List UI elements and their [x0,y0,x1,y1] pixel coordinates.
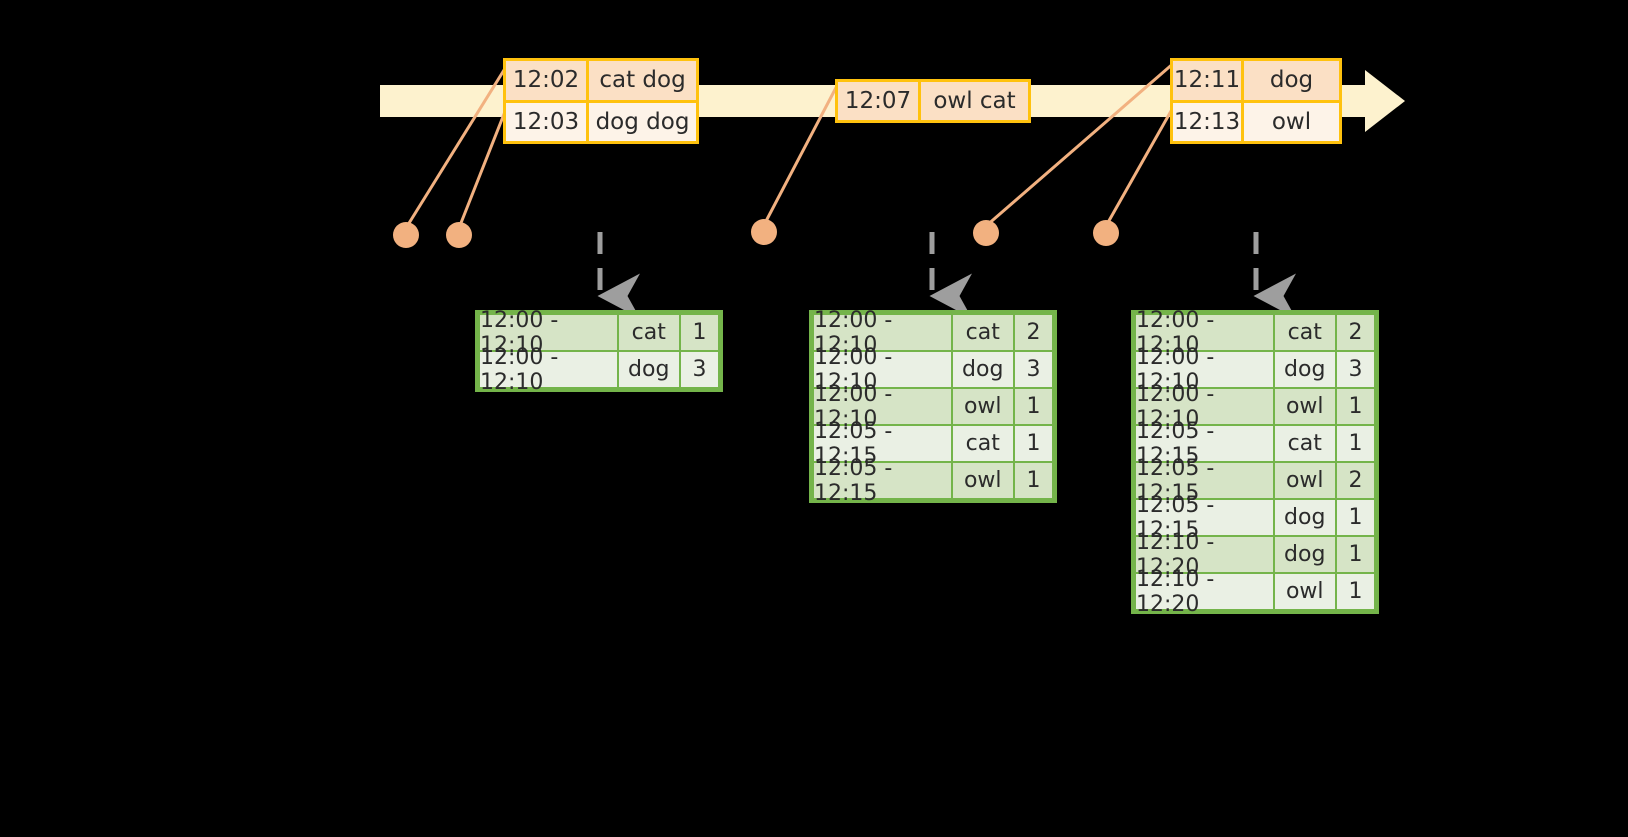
cell-window: 12:00 - 12:10 [480,308,617,358]
cell-count: 1 [1336,574,1374,609]
cell-word: dog [952,352,1013,387]
timeline-arrowhead [1365,70,1405,132]
event-marker-4 [973,220,999,246]
event-group-2: 12:07 owl cat [835,79,1031,123]
event-time: 12:13 [1173,102,1244,141]
cell-window: 12:10 - 12:20 [1136,567,1273,617]
cell-word: owl [952,463,1013,498]
cell-word: dog [1274,352,1335,387]
event-row: 12:03 dog dog [506,99,696,141]
cell-word: dog [1274,500,1335,535]
cell-word: owl [1274,389,1335,424]
event-marker-5 [1093,220,1119,246]
cell-word: owl [1274,574,1335,609]
emit-arrows [597,232,1296,319]
cell-count: 1 [1336,426,1374,461]
cell-word: cat [1274,426,1335,461]
event-marker-3 [751,219,777,245]
cell-word: owl [952,389,1013,424]
cell-window: 12:00 - 12:10 [480,345,617,395]
event-time: 12:03 [506,102,589,141]
event-time: 12:07 [838,82,921,120]
cell-window: 12:00 - 12:10 [1136,308,1273,358]
event-row: 12:02 cat dog [506,61,696,100]
cell-window: 12:00 - 12:10 [1136,345,1273,395]
event-marker-2 [446,222,472,248]
cell-window: 12:05 - 12:15 [814,456,951,506]
event-words: dog dog [589,102,696,141]
cell-count: 2 [1014,315,1052,350]
cell-count: 1 [1014,426,1052,461]
cell-word: cat [618,315,679,350]
event-group-3: 12:11 dog 12:13 owl [1170,58,1342,144]
cell-word: cat [952,426,1013,461]
cell-count: 1 [1336,537,1374,572]
cell-count: 1 [1336,500,1374,535]
cell-count: 3 [1336,352,1374,387]
cell-word: dog [1274,537,1335,572]
cell-count: 2 [1336,463,1374,498]
cell-count: 2 [1336,315,1374,350]
event-group-1: 12:02 cat dog 12:03 dog dog [503,58,699,144]
connector-5 [1104,103,1177,227]
cell-count: 3 [1014,352,1052,387]
cell-word: cat [1274,315,1335,350]
cell-count: 1 [1014,389,1052,424]
event-row: 12:07 owl cat [838,82,1028,120]
connector-2 [457,103,510,229]
event-time: 12:11 [1173,61,1244,100]
event-row: 12:13 owl [1173,99,1339,141]
cell-word: cat [952,315,1013,350]
cell-count: 1 [1336,389,1374,424]
event-marker-1 [393,222,419,248]
cell-word: dog [618,352,679,387]
event-words: owl cat [921,82,1028,120]
event-time: 12:02 [506,61,589,100]
cell-count: 1 [1014,463,1052,498]
event-row: 12:11 dog [1173,61,1339,100]
cell-count: 1 [680,315,718,350]
cell-word: owl [1274,463,1335,498]
event-words: cat dog [589,61,696,100]
cell-count: 3 [680,352,718,387]
event-words: dog [1244,61,1339,100]
event-words: owl [1244,102,1339,141]
